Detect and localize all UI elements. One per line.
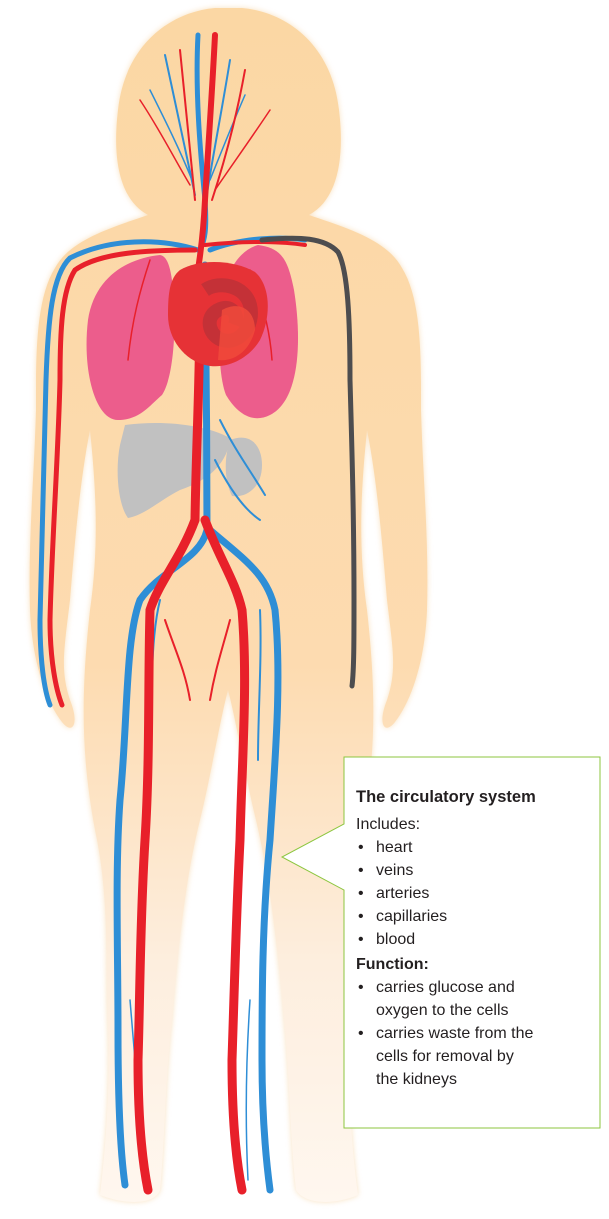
includes-item-heart: heart [356,836,596,859]
function-list: carries glucose and oxygen to the cells … [356,976,596,1091]
function-item-waste: carries waste from the cells for removal… [356,1022,596,1091]
function-item-glucose: carries glucose and oxygen to the cells [356,976,596,1022]
callout-title: The circulatory system [356,786,596,809]
function-heading: Function: [356,953,596,976]
includes-item-blood: blood [356,928,596,951]
function-item-line: the kidneys [376,1071,457,1088]
includes-item-arteries: arteries [356,882,596,905]
function-item-line: carries waste from the [376,1025,533,1042]
function-item-line: carries glucose and [376,979,515,996]
callout-text: The circulatory system Includes: heart v… [356,780,596,1091]
includes-item-veins: veins [356,859,596,882]
includes-label: Includes: [356,813,596,836]
includes-item-capillaries: capillaries [356,905,596,928]
includes-list: heart veins arteries capillaries blood [356,836,596,951]
function-item-line: oxygen to the cells [376,1002,509,1019]
function-item-line: cells for removal by [376,1048,514,1065]
